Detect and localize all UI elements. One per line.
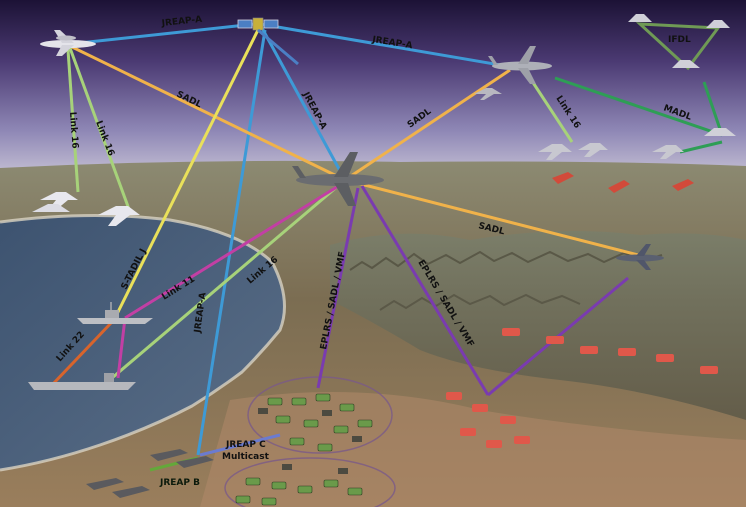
jreap-a-label: JREAP-A	[160, 15, 202, 29]
vehicle-icon	[258, 408, 362, 474]
mountain-range	[330, 231, 746, 420]
fighter-jet-icon	[98, 206, 140, 226]
aircraft-carrier-icon	[28, 373, 136, 390]
ifdl-link-line	[635, 22, 721, 71]
sea	[0, 215, 285, 470]
fighter-jet-icon	[474, 88, 502, 100]
transport-aircraft-icon	[292, 152, 384, 206]
madl-link-line	[679, 140, 723, 154]
eplrs-link-line	[360, 185, 490, 396]
surveillance-aircraft-icon	[488, 46, 552, 84]
surveillance-aircraft-icon	[616, 244, 664, 270]
link16-line	[66, 49, 80, 193]
jreap-a-link-line	[259, 22, 519, 70]
link16-label: Link 16	[67, 112, 80, 149]
jreap-c-link-line	[199, 433, 281, 457]
coastline	[0, 213, 286, 472]
multicast-label: Multicast	[222, 452, 270, 462]
ifdl-label: IFDL	[668, 35, 691, 45]
link16-line	[111, 178, 346, 380]
jreap-a-link-line	[260, 27, 347, 181]
fighter-jet-icon	[32, 192, 78, 212]
fighter-jet-icon	[538, 143, 684, 160]
satellite-icon	[237, 17, 299, 66]
jreap-a-link-line	[69, 22, 256, 46]
link16-line	[68, 47, 132, 213]
sam-launcher-icon	[552, 172, 694, 193]
link16-line	[528, 77, 574, 143]
formation-ring-bottom	[224, 457, 396, 507]
link11-line	[116, 317, 127, 379]
sadl-link-line	[69, 44, 346, 182]
eplrs-link-line	[316, 187, 360, 389]
jreap-b-label: JREAP B	[159, 478, 200, 488]
ridge-lines-lower	[379, 293, 581, 311]
transport-aircraft-icon	[86, 449, 214, 498]
friendly-tank-icon	[235, 393, 373, 506]
sky	[0, 0, 746, 175]
warship-icon	[77, 302, 153, 324]
enemy-tank-icon	[446, 328, 718, 448]
sadl-link-line	[344, 178, 651, 260]
link11-line	[124, 180, 346, 320]
sadl-link-line	[344, 68, 511, 182]
madl-link-line	[554, 76, 723, 137]
ridge-lines	[349, 250, 663, 271]
s-tadil-j-link-line	[113, 29, 260, 319]
awacs-aircraft-icon	[40, 30, 96, 56]
jreap-a-link-line	[196, 29, 267, 456]
stealth-fighter-icon	[628, 14, 736, 136]
jreap-c-label: JREAP C	[225, 440, 266, 450]
desert-foreground	[200, 392, 746, 507]
madl-link-line	[702, 81, 724, 136]
link22-line	[50, 320, 114, 387]
